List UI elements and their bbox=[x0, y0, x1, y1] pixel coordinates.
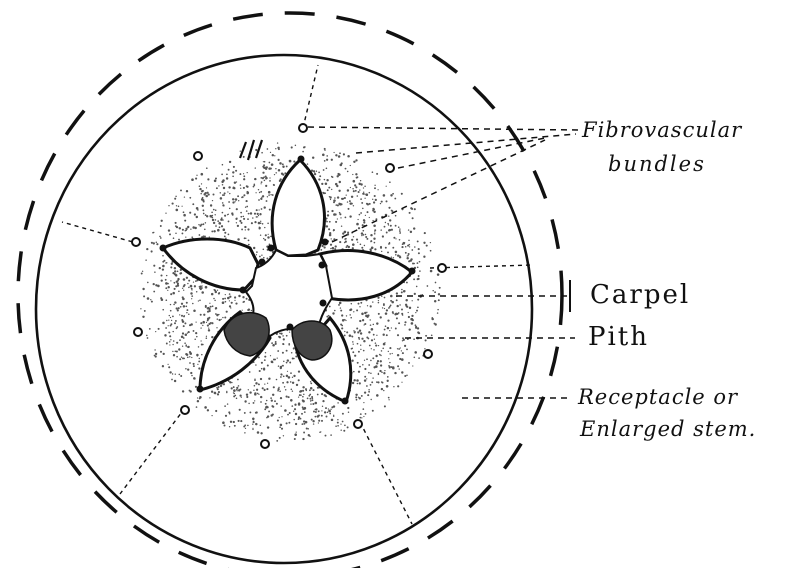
carpel-right bbox=[320, 251, 412, 300]
bundle-dot bbox=[261, 440, 269, 448]
bundle-dot bbox=[386, 164, 394, 172]
leader-fibro-1 bbox=[308, 127, 578, 130]
label-fibrovascular-line2: bundles bbox=[608, 152, 706, 176]
label-fibrovascular-line1: Fibrovascular bbox=[581, 118, 743, 142]
label-receptacle-line1: Receptacle or bbox=[577, 385, 739, 409]
carpel-top bbox=[272, 160, 324, 256]
bundle-dot bbox=[299, 124, 307, 132]
radial-line-bottom-right bbox=[360, 422, 412, 524]
radial-line-bottom-left bbox=[120, 408, 185, 494]
radial-line-left bbox=[62, 222, 140, 244]
bundle-dot bbox=[424, 350, 432, 358]
bundle-dot bbox=[134, 328, 142, 336]
leader-fibro-4 bbox=[332, 140, 545, 242]
bundle-dot bbox=[181, 406, 189, 414]
bundle-dot bbox=[194, 152, 202, 160]
radial-line-top bbox=[303, 65, 318, 128]
bundle-dot bbox=[132, 238, 140, 246]
bundle-dot bbox=[354, 420, 362, 428]
bundle-dot bbox=[438, 264, 446, 272]
label-carpel: Carpel bbox=[590, 280, 690, 310]
label-receptacle-line2: Enlarged stem. bbox=[579, 417, 756, 441]
label-pith: Pith bbox=[588, 322, 649, 352]
